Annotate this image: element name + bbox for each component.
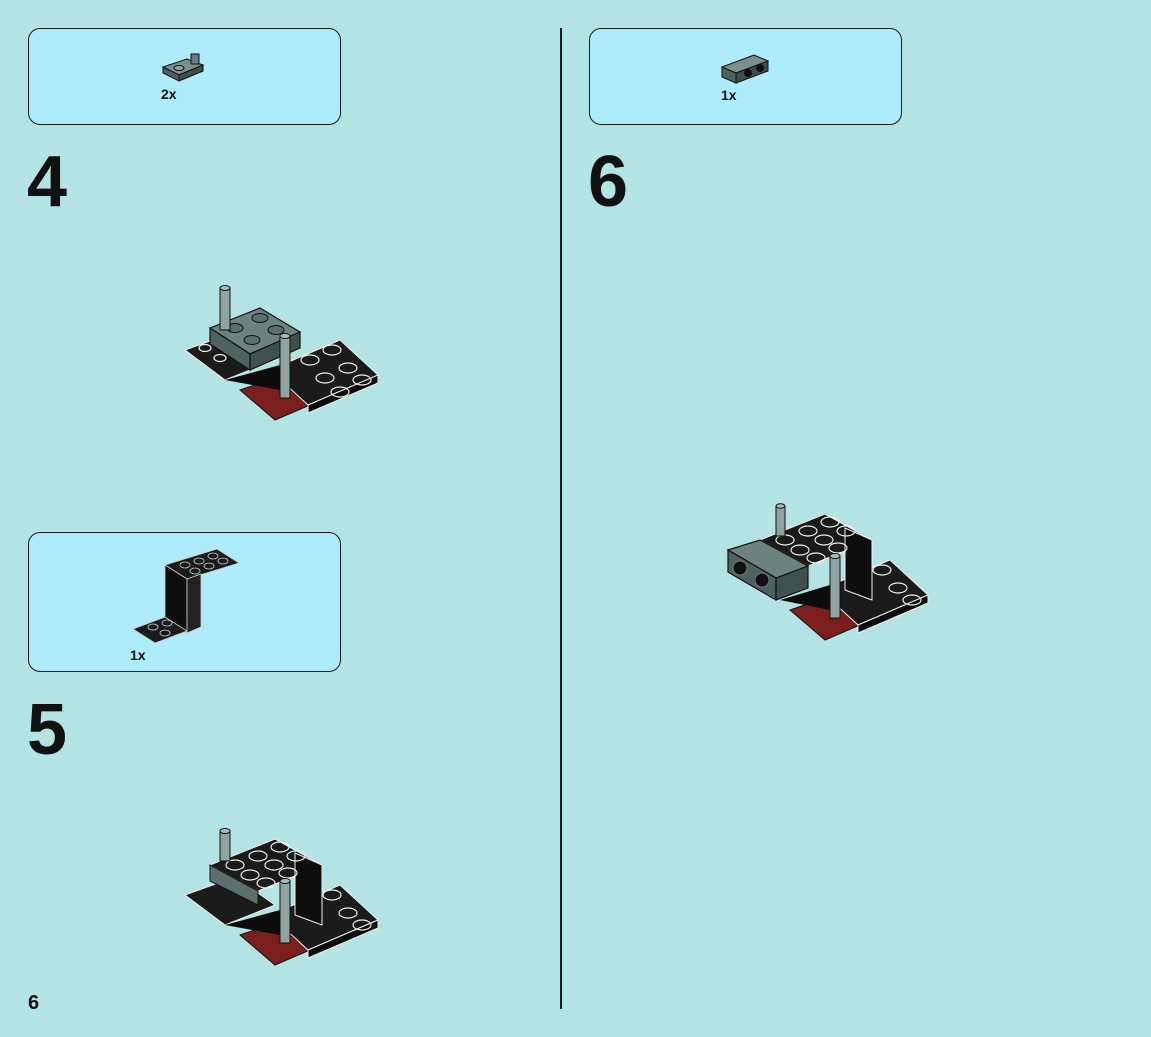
- step-number-5: 5: [27, 690, 68, 770]
- part-quantity: 1x: [130, 647, 146, 663]
- step-4-parts-box: 2x: [28, 28, 341, 125]
- step-6-parts-box: 1x: [589, 28, 902, 125]
- step-number-4: 4: [27, 142, 68, 222]
- part-quantity: 1x: [721, 87, 737, 103]
- part-quantity: 2x: [161, 86, 177, 102]
- step-5-assembly-illustration: [183, 828, 379, 966]
- page-number: 6: [28, 992, 40, 1014]
- column-divider: [560, 28, 562, 1009]
- black-bracket-assembly-icon: [132, 548, 240, 643]
- step-4-assembly-illustration: [183, 285, 379, 421]
- step-5-parts-box: 1x: [28, 532, 341, 672]
- step-6-assembly-illustration: [726, 503, 929, 641]
- gray-technic-brick-icon: [720, 54, 770, 84]
- gray-plate-with-clip-icon: [161, 53, 205, 82]
- step-number-6: 6: [588, 142, 629, 222]
